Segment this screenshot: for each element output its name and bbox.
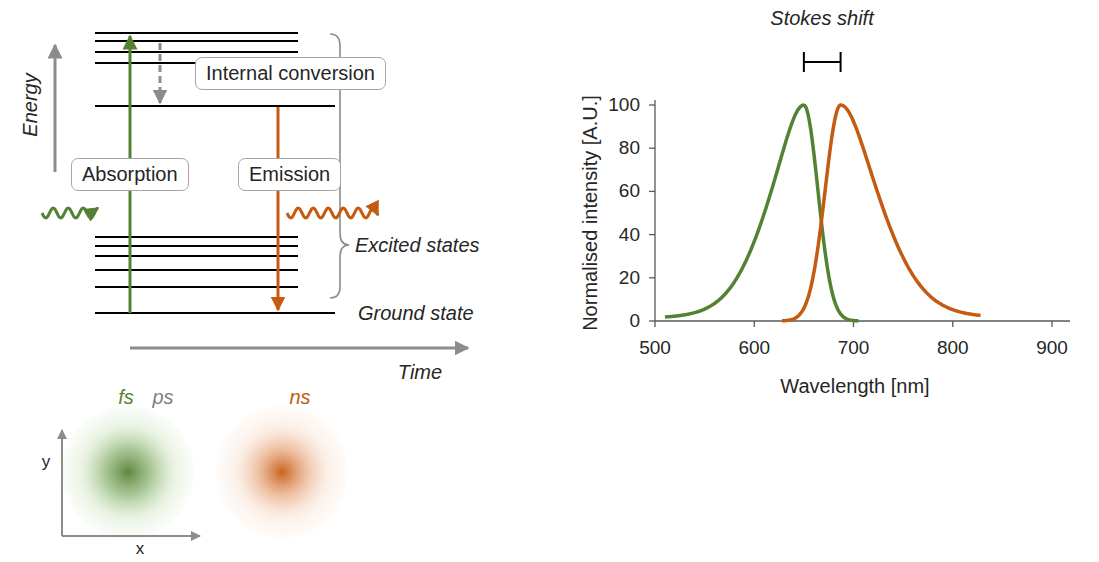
annotation: Stokes shift bbox=[770, 7, 873, 30]
box-label: Internal conversion bbox=[206, 61, 375, 86]
process-box: Emission bbox=[238, 158, 341, 191]
timescale-label: ps bbox=[152, 386, 173, 409]
energy-axis bbox=[54, 45, 57, 172]
internal-conversion-arrow bbox=[159, 43, 162, 103]
jablonski-diagram bbox=[42, 33, 468, 348]
tick-label: 500 bbox=[639, 337, 671, 359]
axis-label: Energy bbox=[19, 73, 42, 136]
tick-label: 0 bbox=[629, 310, 640, 332]
x-tick bbox=[952, 321, 953, 327]
emission-spots bbox=[62, 406, 348, 538]
spectrum-chart bbox=[649, 52, 1070, 327]
tick-label: 800 bbox=[937, 337, 969, 359]
axis-label: x bbox=[136, 539, 145, 559]
x-tick bbox=[1051, 321, 1052, 327]
tick-label: 80 bbox=[619, 137, 640, 159]
box-label: Absorption bbox=[82, 162, 178, 187]
tick-label: 60 bbox=[619, 180, 640, 202]
emitted-photon bbox=[287, 208, 378, 218]
x-tick bbox=[654, 321, 655, 327]
tick-label: 40 bbox=[619, 224, 640, 246]
y-tick bbox=[649, 320, 655, 321]
y-tick bbox=[649, 234, 655, 235]
timescale-label: fs bbox=[118, 386, 134, 409]
x-axis-arrow bbox=[62, 535, 200, 537]
tick-label: 100 bbox=[608, 94, 640, 116]
incoming-photon bbox=[42, 208, 98, 218]
process-box: Internal conversion bbox=[195, 57, 386, 90]
y-tick bbox=[649, 277, 655, 278]
tick-label: 900 bbox=[1036, 337, 1068, 359]
x-tick bbox=[754, 321, 755, 327]
emission-spot bbox=[216, 406, 348, 538]
y-tick bbox=[649, 104, 655, 105]
state-label: Ground state bbox=[358, 302, 474, 325]
process-box: Absorption bbox=[71, 158, 189, 191]
y-tick bbox=[649, 191, 655, 192]
state-label: Excited states bbox=[355, 234, 480, 257]
tick-label: 20 bbox=[619, 267, 640, 289]
axis-label: Time bbox=[398, 361, 442, 384]
tick-label: 600 bbox=[738, 337, 770, 359]
x-axis-line bbox=[655, 320, 1070, 321]
timescale-label: ns bbox=[289, 386, 310, 409]
axis-title: Normalised intensity [A.U.] bbox=[579, 95, 602, 331]
y-axis-arrow bbox=[61, 430, 63, 536]
emission-arrow bbox=[277, 107, 280, 310]
axis-label: y bbox=[42, 452, 51, 472]
time-axis bbox=[130, 347, 468, 350]
y-tick bbox=[649, 148, 655, 149]
excitation-spot bbox=[62, 406, 194, 538]
box-label: Emission bbox=[249, 162, 330, 187]
emission-spectrum bbox=[782, 105, 981, 321]
y-axis-line bbox=[654, 100, 655, 321]
axis-title: Wavelength [nm] bbox=[780, 375, 929, 398]
tick-label: 700 bbox=[838, 337, 870, 359]
stokes-shift-bracket bbox=[804, 52, 841, 72]
absorption-spectrum bbox=[665, 105, 859, 321]
